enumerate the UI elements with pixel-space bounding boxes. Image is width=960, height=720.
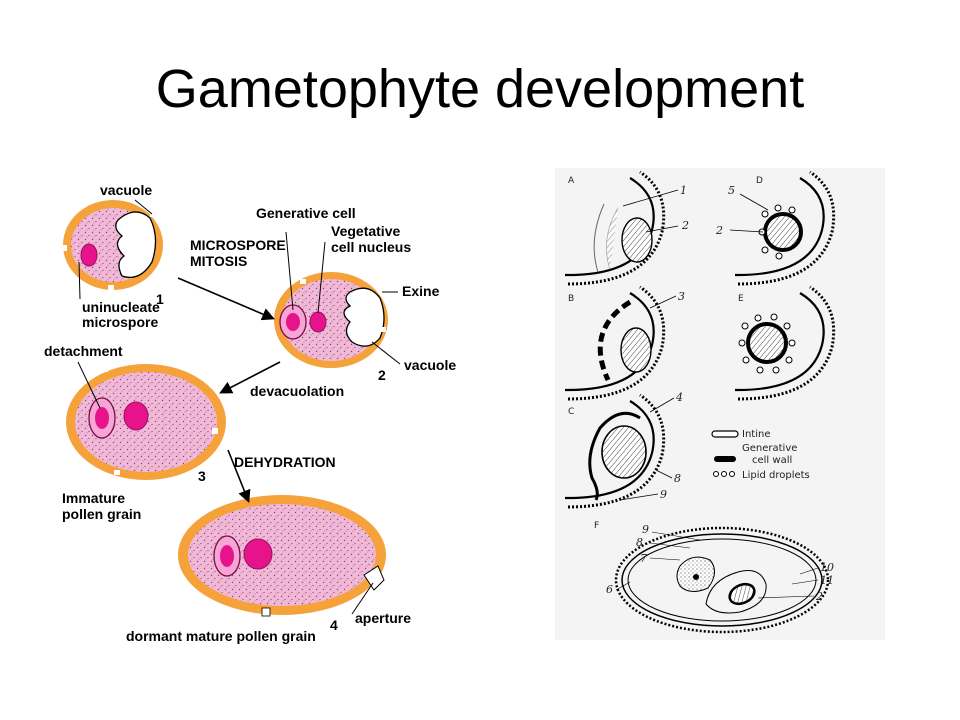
label-exine: Exine — [402, 283, 440, 299]
pollen-development-diagram: vacuole uninucleate microspore 1 MICROSP… — [44, 182, 456, 644]
panel-d-label: D — [756, 176, 763, 186]
label-vacuole-top: vacuole — [100, 182, 152, 198]
label-devacuolation: devacuolation — [250, 383, 344, 399]
label-microspore-mitosis-1: MICROSPORE — [190, 237, 286, 253]
label-detachment: detachment — [44, 343, 123, 359]
label-microspore-mitosis-2: MITOSIS — [190, 253, 247, 269]
panel-c-label: C — [568, 407, 574, 417]
label-immature: Immature — [62, 490, 125, 506]
panel-b: B 3 — [564, 285, 685, 401]
label-dormant-mature-pollen-grain: dormant mature pollen grain — [126, 628, 316, 644]
legend-cell-wall: cell wall — [752, 455, 792, 466]
panel-a: A 1 2 — [564, 170, 689, 286]
label-vegetative: Vegetative — [331, 223, 400, 239]
label-a-1: 1 — [680, 184, 687, 197]
legend-generative: Generative — [742, 443, 797, 454]
stage-number-2: 2 — [378, 367, 386, 383]
label-f-8: 8 — [636, 536, 643, 549]
label-f-6: 6 — [606, 583, 613, 596]
label-b-3: 3 — [678, 290, 685, 303]
label-d-5: 5 — [728, 184, 735, 197]
bicellular-microspore-cell — [274, 272, 388, 368]
dormant-mature-pollen-grain-cell — [178, 495, 386, 617]
label-vacuole-right: vacuole — [404, 357, 456, 373]
label-f-2: 2 — [815, 590, 823, 603]
panel-f-label: F — [594, 521, 599, 531]
panel-e-label: E — [738, 294, 744, 304]
panel-f: F 9 8 7 6 10 11 2 — [594, 521, 834, 634]
panel-a-label: A — [568, 176, 575, 186]
label-d-2: 2 — [715, 224, 723, 237]
panel-b-label: B — [568, 294, 574, 304]
label-f-7: 7 — [640, 552, 647, 565]
label-generative-cell: Generative cell — [256, 205, 356, 221]
label-cell-nucleus: cell nucleus — [331, 239, 411, 255]
panel-e: E — [734, 285, 836, 401]
stage-number-3: 3 — [198, 468, 206, 484]
label-aperture: aperture — [355, 610, 411, 626]
legend: Intine Generative cell wall Lipid drople… — [711, 429, 810, 481]
label-c-4: 4 — [675, 391, 683, 404]
legend-lipid-droplets: Lipid droplets — [742, 470, 810, 481]
stage-number-1: 1 — [156, 291, 164, 307]
legend-intine: Intine — [742, 429, 770, 440]
generative-cell-diagram: A 1 2 D 5 2 B — [555, 168, 885, 640]
stage-number-4: 4 — [330, 617, 338, 633]
label-uninucleate: uninucleate — [82, 299, 160, 315]
immature-pollen-grain-cell — [66, 364, 226, 480]
panel-c: C 4 8 9 — [564, 391, 683, 509]
label-pollen-grain: pollen grain — [62, 506, 141, 522]
label-c-9: 9 — [660, 488, 667, 501]
label-a-2: 2 — [681, 219, 689, 232]
label-dehydration: DEHYDRATION — [234, 454, 336, 470]
label-f-9: 9 — [642, 523, 649, 536]
panel-d: D 5 2 — [715, 170, 836, 286]
label-f-11: 11 — [820, 574, 834, 587]
uninucleate-microspore-cell — [62, 200, 163, 290]
label-microspore: microspore — [82, 314, 158, 330]
label-c-8: 8 — [674, 472, 681, 485]
label-f-10: 10 — [820, 561, 834, 574]
slide-title: Gametophyte development — [155, 59, 805, 119]
